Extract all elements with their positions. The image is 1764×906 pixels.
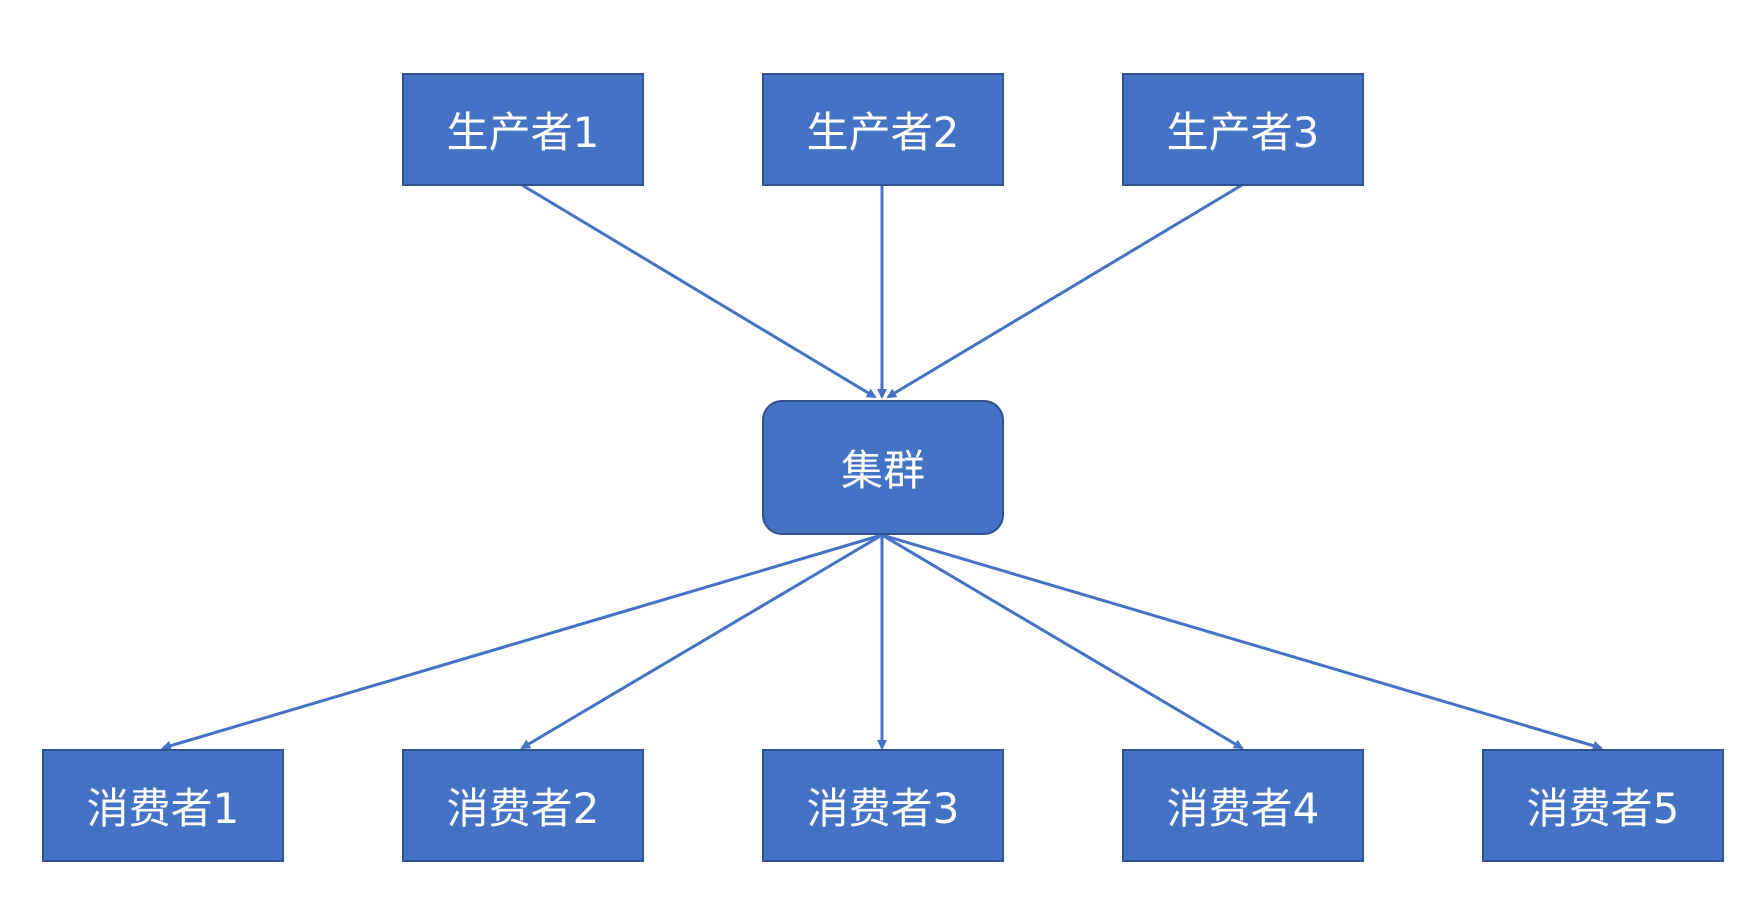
producer-node-3: 生产者3 — [1122, 73, 1364, 186]
producer-node-2: 生产者2 — [762, 73, 1004, 186]
consumer-label-2: 消费者2 — [446, 784, 600, 833]
consumer-node-1: 消费者1 — [42, 749, 284, 862]
edge-producer-1-to-cluster — [521, 183, 877, 399]
edge-producer-3-to-cluster — [886, 183, 1243, 399]
consumer-node-2: 消费者2 — [402, 749, 644, 862]
consumer-label-5: 消费者5 — [1526, 784, 1680, 833]
consumer-label-4: 消费者4 — [1166, 784, 1320, 833]
producer-label-3: 生产者3 — [1166, 108, 1320, 157]
producer-label-1: 生产者1 — [446, 108, 600, 157]
consumer-node-5: 消费者5 — [1482, 749, 1724, 862]
edge-cluster-to-consumer-2 — [520, 533, 883, 750]
consumer-node-3: 消费者3 — [762, 749, 1004, 862]
edge-cluster-to-consumer-4 — [881, 533, 1244, 750]
cluster-node: 集群 — [762, 400, 1004, 535]
consumer-node-4: 消费者4 — [1122, 749, 1364, 862]
edge-cluster-to-consumer-5 — [881, 533, 1603, 751]
producer-label-2: 生产者2 — [806, 108, 960, 157]
edge-cluster-to-consumer-1 — [161, 533, 883, 751]
cluster-label: 集群 — [840, 446, 925, 495]
consumer-label-3: 消费者3 — [806, 784, 960, 833]
producer-node-1: 生产者1 — [402, 73, 644, 186]
consumer-label-1: 消费者1 — [86, 784, 240, 833]
